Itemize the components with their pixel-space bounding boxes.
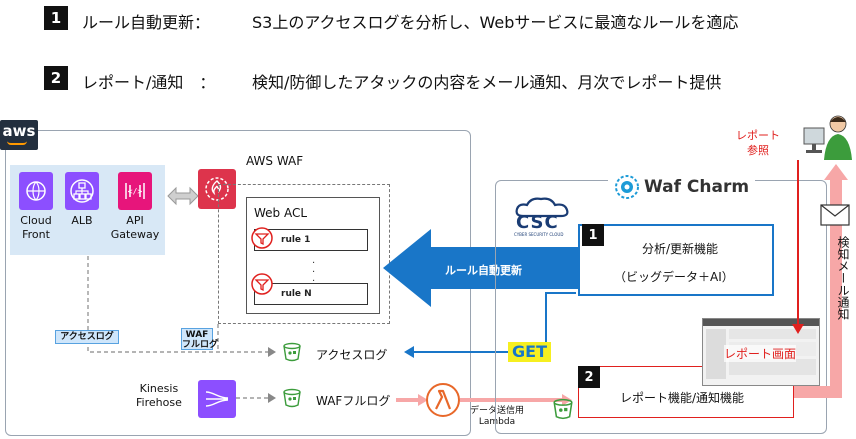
- web-acl-title: Web ACL: [254, 206, 308, 220]
- report-function-label: レポート機能/通知機能: [620, 391, 745, 405]
- cloudfront-label: Cloud Front: [20, 214, 52, 241]
- api-gateway-icon: </>: [118, 172, 152, 210]
- header-label-2: レポート/通知 ：: [82, 73, 216, 92]
- service-cloudfront: Cloud Front: [16, 172, 56, 242]
- access-log-bucket-icon: [283, 342, 301, 362]
- rule-filter-icon: [251, 227, 273, 249]
- api-gateway-label: API Gateway: [110, 214, 160, 241]
- rule-filter-icon: [251, 273, 273, 295]
- wafcharm-brand: Waf Charm: [608, 174, 756, 200]
- rule-update-arrow: [383, 229, 578, 307]
- header-text-2: 検知/防御したアタックの内容をメール通知、月次でレポート提供: [252, 73, 722, 92]
- csc-sub: CYBER SECURITY CLOUD: [514, 232, 564, 237]
- csc-logo: CSC CYBER SECURITY CLOUD: [510, 196, 576, 240]
- header-num-2: 2: [44, 66, 68, 90]
- lambda-icon: [426, 383, 460, 417]
- waf-log-bucket-label: WAFフルログ: [316, 394, 391, 408]
- rule-item-1: rule 1: [254, 229, 368, 251]
- service-api-gateway: </> API Gateway: [108, 172, 162, 242]
- mail-notification-label: 検知メール通知: [836, 236, 850, 320]
- wafcharm-bucket-icon: [553, 398, 573, 420]
- aws-waf-title: AWS WAF: [246, 154, 304, 168]
- rule-n-label: rule N: [281, 289, 312, 299]
- header-text-1: S3上のアクセスログを分析し、Webサービスに最適なルールを適応: [252, 13, 739, 32]
- service-alb: ALB: [62, 172, 102, 228]
- wafcharm-logo-icon: [615, 175, 639, 199]
- svg-text:</>: </>: [128, 187, 143, 196]
- wafcharm-brand-text: Waf Charm: [644, 177, 750, 197]
- access-log-bucket-label: アクセスログ: [316, 348, 388, 362]
- box1-num: 1: [582, 224, 604, 246]
- kinesis-label: Kinesis Firehose: [136, 382, 182, 409]
- report-screen-label: レポート画面: [724, 345, 797, 362]
- get-label: GET: [508, 342, 551, 362]
- cloudfront-icon: [19, 172, 53, 210]
- header-num-1: 1: [44, 6, 68, 30]
- report-reference-label: レポート 参照: [736, 129, 780, 157]
- analysis-title: 分析/更新機能: [642, 242, 719, 256]
- aws-logo-text: aws: [2, 122, 36, 140]
- rule-item-n: rule N: [254, 283, 368, 305]
- rule-update-label: ルール自動更新: [445, 264, 522, 277]
- header-label-1: ルール自動更新：: [82, 13, 211, 32]
- alb-label: ALB: [71, 214, 93, 227]
- access-log-tag: アクセスログ: [55, 330, 119, 344]
- aws-waf-icon: [198, 169, 236, 209]
- cloud-icon: [515, 197, 569, 218]
- kinesis-firehose-icon: [198, 380, 236, 418]
- alb-icon: [65, 172, 99, 210]
- waf-log-tag: WAF フルログ: [181, 328, 219, 350]
- waf-log-bucket-icon: [283, 388, 301, 408]
- rule-ellipsis: ...: [312, 255, 316, 284]
- analysis-function-box: [578, 224, 774, 296]
- analysis-subtitle: （ビッグデータ＋AI）: [614, 270, 734, 284]
- aws-logo: aws: [0, 120, 38, 150]
- mail-icon: [820, 204, 850, 226]
- rule-1-label: rule 1: [281, 235, 311, 245]
- csc-text: CSC: [516, 212, 559, 233]
- user-desk-icon: [803, 115, 852, 160]
- waf-dashed-group: [218, 184, 390, 324]
- box2-num: 2: [578, 366, 600, 388]
- lambda-label: データ送信用 Lambda: [470, 406, 525, 427]
